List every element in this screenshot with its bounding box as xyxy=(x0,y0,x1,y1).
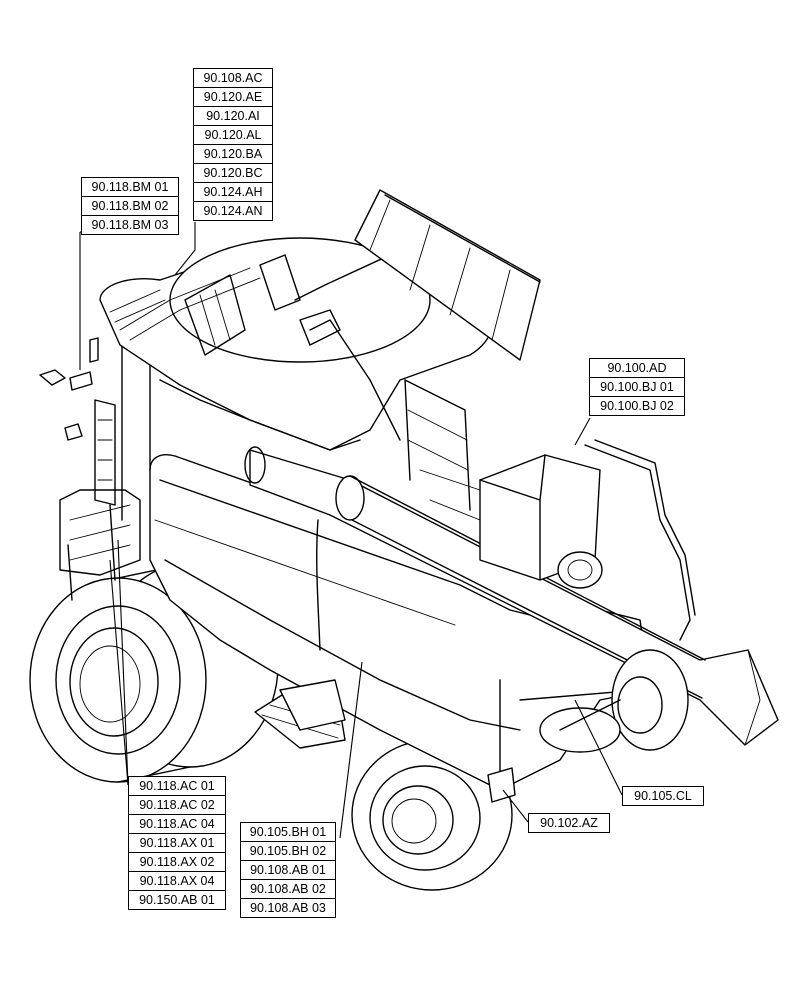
part-ref-label[interactable]: 90.118.BM 03 xyxy=(91,218,169,232)
part-ref-label[interactable]: 90.108.AB 01 xyxy=(241,861,335,880)
part-ref-label[interactable]: 90.118.AC 04 xyxy=(129,815,225,834)
part-ref-label[interactable]: 90.118.BM 01 xyxy=(82,178,178,197)
callout-bottom-right-a: 90.102.AZ xyxy=(528,813,610,833)
callout-top-center: 90.108.AC 90.120.AE 90.120.AI 90.120.AL … xyxy=(193,68,273,221)
part-ref-label[interactable]: 90.102.AZ xyxy=(540,816,598,830)
callout-bottom-left: 90.118.AC 01 90.118.AC 02 90.118.AC 04 9… xyxy=(128,776,226,910)
rear-axle xyxy=(254,649,689,803)
cab xyxy=(39,337,151,601)
callout-bottom-right-b: 90.105.CL xyxy=(622,786,704,806)
part-ref-label[interactable]: 90.124.AH xyxy=(194,183,272,202)
callout-top-left: 90.118.BM 01 90.118.BM 02 90.118.BM 03 xyxy=(81,177,179,235)
part-ref-label[interactable]: 90.124.AN xyxy=(203,204,263,218)
part-ref-label[interactable]: 90.118.AC 01 xyxy=(129,777,225,796)
callout-bottom-center: 90.105.BH 01 90.105.BH 02 90.108.AB 01 9… xyxy=(240,822,336,918)
part-ref-label[interactable]: 90.100.BJ 01 xyxy=(590,378,684,397)
front-right-wheel xyxy=(351,739,513,891)
part-ref-label[interactable]: 90.118.AX 04 xyxy=(129,872,225,891)
part-ref-label[interactable]: 90.120.AI xyxy=(194,107,272,126)
part-ref-label[interactable]: 90.108.AB 02 xyxy=(241,880,335,899)
part-ref-label[interactable]: 90.118.AX 02 xyxy=(129,853,225,872)
part-ref-label[interactable]: 90.120.BC xyxy=(194,164,272,183)
engine-compartment xyxy=(404,379,696,641)
part-ref-label[interactable]: 90.118.AC 02 xyxy=(129,796,225,815)
part-ref-label[interactable]: 90.120.AE xyxy=(194,88,272,107)
part-ref-label[interactable]: 90.118.BM 02 xyxy=(82,197,178,216)
part-ref-label[interactable]: 90.100.BJ 02 xyxy=(600,399,674,413)
part-ref-label[interactable]: 90.150.AB 01 xyxy=(139,893,215,907)
grain-tank xyxy=(99,189,541,451)
part-ref-label[interactable]: 90.100.AD xyxy=(590,359,684,378)
part-ref-label[interactable]: 90.120.AL xyxy=(194,126,272,145)
part-ref-label[interactable]: 90.105.BH 01 xyxy=(241,823,335,842)
part-ref-label[interactable]: 90.108.AC xyxy=(194,69,272,88)
callout-right: 90.100.AD 90.100.BJ 01 90.100.BJ 02 xyxy=(589,358,685,416)
part-ref-label[interactable]: 90.105.BH 02 xyxy=(241,842,335,861)
part-ref-label[interactable]: 90.105.CL xyxy=(634,789,692,803)
part-ref-label[interactable]: 90.108.AB 03 xyxy=(250,901,326,915)
part-ref-label[interactable]: 90.120.BA xyxy=(194,145,272,164)
part-ref-label[interactable]: 90.118.AX 01 xyxy=(129,834,225,853)
leader-lines xyxy=(79,222,623,839)
